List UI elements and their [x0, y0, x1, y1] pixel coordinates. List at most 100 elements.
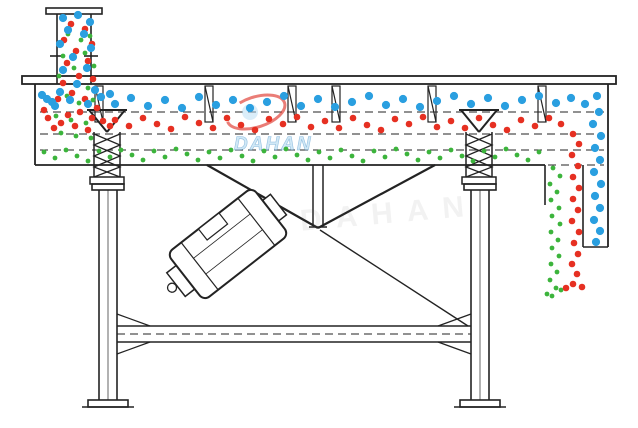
green-particle	[140, 157, 146, 163]
red-particle	[573, 270, 581, 278]
green-particle	[556, 205, 562, 211]
green-particle	[547, 181, 553, 187]
blue-particle	[55, 87, 65, 97]
blue-particle	[596, 131, 606, 141]
green-particle	[261, 148, 267, 154]
particles-red	[40, 20, 586, 292]
blue-particle	[296, 101, 306, 111]
blue-particle	[85, 17, 95, 27]
green-particle	[206, 149, 212, 155]
red-particle	[349, 114, 357, 122]
blue-particle	[110, 99, 120, 109]
red-particle	[181, 113, 189, 121]
red-particle	[72, 47, 80, 55]
spring-coil	[92, 133, 122, 178]
spring-coil	[92, 133, 122, 178]
blue-particle	[595, 226, 605, 236]
red-particle	[503, 126, 511, 134]
green-particle	[74, 153, 80, 159]
blue-particle	[590, 143, 600, 153]
blue-particle	[83, 99, 93, 109]
leg-left-foot	[87, 399, 129, 408]
blue-particle	[79, 29, 89, 39]
blue-particle	[449, 91, 459, 101]
blue-particle	[589, 215, 599, 225]
blue-particle	[483, 93, 493, 103]
green-particle	[118, 147, 124, 153]
green-particle	[87, 33, 93, 39]
red-particle	[569, 280, 577, 288]
red-particle	[321, 117, 329, 125]
red-particle	[363, 121, 371, 129]
red-particle	[40, 106, 48, 114]
red-particle	[64, 111, 72, 119]
red-particle	[562, 284, 570, 292]
blue-particle	[347, 97, 357, 107]
red-particle	[557, 120, 565, 128]
red-particle	[125, 122, 133, 130]
red-particle	[44, 114, 52, 122]
spring-seat	[461, 176, 497, 185]
green-particle	[557, 173, 563, 179]
red-particle	[447, 117, 455, 125]
red-particle	[578, 283, 586, 291]
red-particle	[195, 119, 203, 127]
red-particle	[88, 114, 96, 122]
red-particle	[489, 121, 497, 129]
blue-particle	[595, 155, 605, 165]
blue-particle	[580, 99, 590, 109]
green-particle	[555, 237, 561, 243]
green-particle	[316, 149, 322, 155]
red-particle	[574, 162, 582, 170]
green-particle	[554, 269, 560, 275]
blue-particle	[594, 107, 604, 117]
blue-particle	[592, 91, 602, 101]
green-particle	[382, 154, 388, 160]
top-cover-plate	[21, 75, 617, 85]
isolation-spring-right	[459, 109, 499, 185]
red-particle	[63, 59, 71, 67]
green-particle	[283, 146, 289, 152]
red-particle	[75, 72, 83, 80]
blue-particle	[589, 167, 599, 177]
blue-particle	[245, 103, 255, 113]
green-particle	[550, 165, 556, 171]
spring-coil	[464, 133, 494, 178]
blue-particle	[37, 90, 47, 100]
green-particle	[371, 148, 377, 154]
green-particle	[60, 53, 66, 59]
green-particle	[151, 148, 157, 154]
red-particle	[251, 126, 259, 134]
red-particle	[223, 114, 231, 122]
red-particle	[59, 79, 67, 87]
spring-coil	[464, 133, 494, 178]
motor-mount	[206, 164, 469, 327]
green-particle	[173, 146, 179, 152]
green-particle	[107, 154, 113, 160]
red-particle	[391, 115, 399, 123]
red-particle	[545, 114, 553, 122]
green-particle	[470, 158, 476, 164]
blue-particle	[590, 191, 600, 201]
green-particle	[41, 149, 47, 155]
green-particle	[525, 157, 531, 163]
red-particle	[405, 120, 413, 128]
leg-left	[82, 183, 134, 408]
discharge-chute	[544, 165, 608, 248]
green-particle	[548, 261, 554, 267]
green-particle	[393, 146, 399, 152]
green-particle	[415, 157, 421, 163]
green-particle	[217, 155, 223, 161]
watermark-brand: DAHAN	[234, 134, 313, 155]
red-particle	[279, 120, 287, 128]
red-particle	[106, 122, 114, 130]
green-particle	[557, 221, 563, 227]
blue-particle	[588, 119, 598, 129]
green-particle	[53, 113, 59, 119]
blue-particle	[279, 91, 289, 101]
red-particle	[209, 124, 217, 132]
green-particle	[338, 147, 344, 153]
beam-brace	[116, 341, 151, 355]
